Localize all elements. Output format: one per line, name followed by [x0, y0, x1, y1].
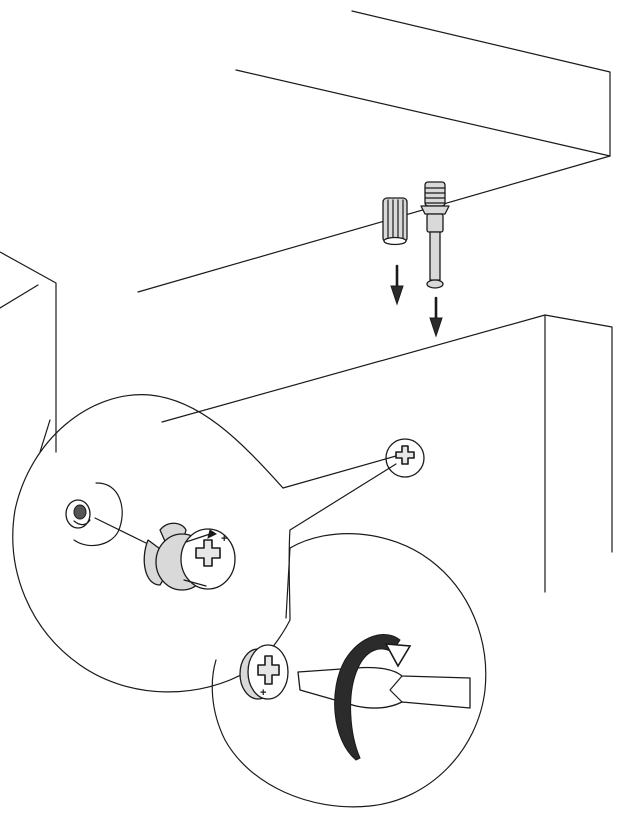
clockwise-rotation-arrow-icon: [334, 634, 412, 761]
cam-bolt-icon: [420, 181, 450, 289]
cam-lock-face-icon: +: [239, 644, 289, 700]
top-panel: [137, 10, 611, 293]
arrow-down-icon: [429, 296, 443, 338]
panel-hole: [65, 482, 123, 547]
screwdriver-icon: [297, 666, 471, 709]
left-panel: [0, 251, 57, 453]
side-panel: [161, 314, 613, 593]
wooden-dowel-icon: [382, 197, 408, 246]
cam-lock-icon: +: [143, 522, 236, 591]
cam-face-plus-mark: +: [260, 687, 266, 699]
insertion-guide-line: [94, 517, 151, 546]
arrow-down-icon: [390, 264, 404, 306]
cam-plus-mark: +: [221, 533, 227, 545]
turn-clockwise-callout: +: [211, 533, 487, 808]
insert-cam-lock-callout: +: [12, 394, 397, 693]
cam-lock-in-panel: [385, 438, 425, 478]
